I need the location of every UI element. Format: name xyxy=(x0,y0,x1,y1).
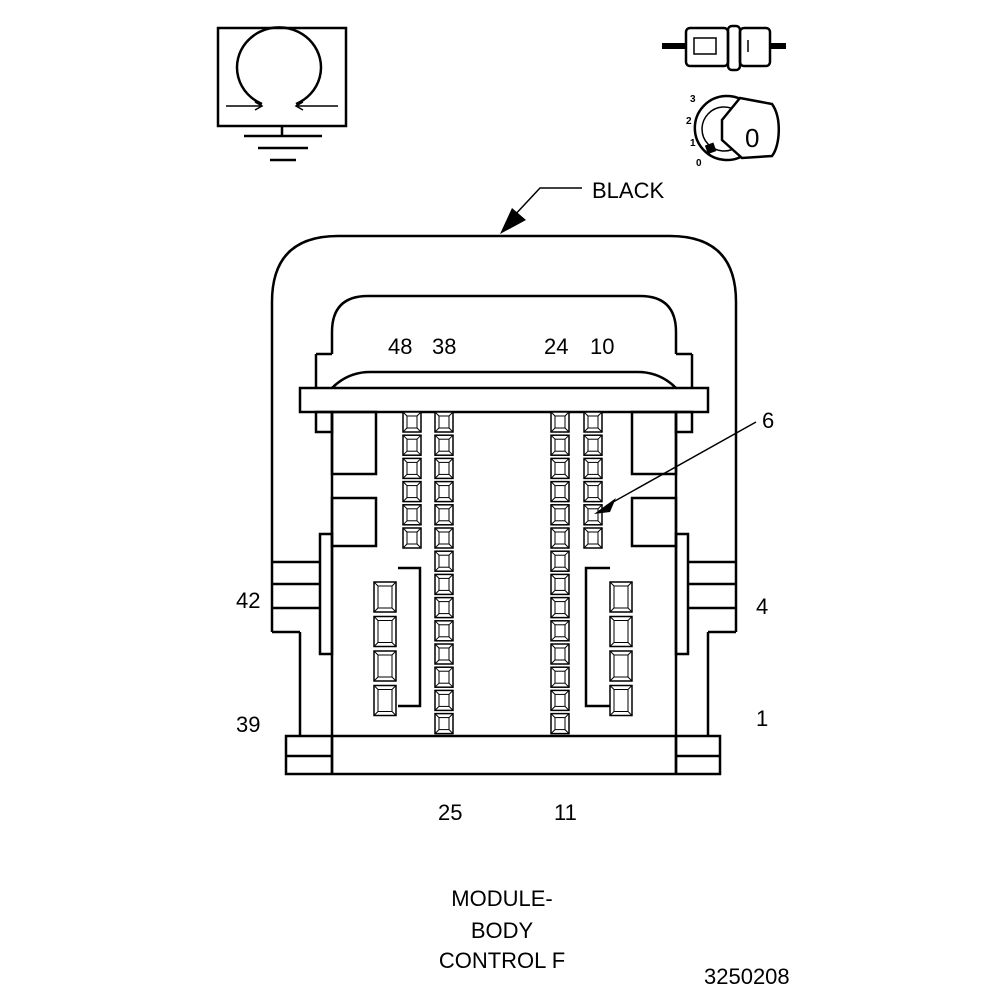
terminal-cavity xyxy=(609,650,633,682)
terminal-cavity xyxy=(434,596,454,619)
pin-label-25: 25 xyxy=(438,800,462,825)
title-line-1: MODULE- xyxy=(451,886,552,911)
terminal-cavities xyxy=(373,411,633,735)
terminal-cavity xyxy=(550,550,570,572)
terminal-cavity xyxy=(550,480,570,503)
terminal-cavity xyxy=(609,615,633,648)
terminal-cavity xyxy=(583,527,603,549)
pin-label-42: 42 xyxy=(236,588,260,613)
figure-number: 3250208 xyxy=(704,964,790,989)
terminal-cavity xyxy=(402,480,422,503)
key-position-1: 1 xyxy=(690,138,696,149)
terminal-cavity xyxy=(550,457,570,480)
terminal-cavity xyxy=(402,434,422,456)
title-line-2: BODY xyxy=(471,918,534,943)
terminal-cavity xyxy=(373,650,397,682)
terminal-cavity xyxy=(583,457,603,480)
terminal-cavity xyxy=(434,643,454,665)
terminal-cavity xyxy=(373,684,397,717)
ignition-key-icon: 0 3 2 1 0 xyxy=(686,94,780,169)
terminal-cavity xyxy=(402,527,422,549)
color-callout: BLACK xyxy=(500,178,664,234)
terminal-cavity xyxy=(402,411,422,433)
terminal-cavity xyxy=(550,689,570,712)
pin-label-24: 24 xyxy=(544,334,568,359)
terminal-cavity xyxy=(434,504,454,526)
inline-connector-icon xyxy=(662,24,786,72)
terminal-cavity xyxy=(583,504,603,526)
pin-label-38: 38 xyxy=(432,334,456,359)
title-line-3: CONTROL F xyxy=(439,948,565,973)
pin-label-11: 11 xyxy=(554,800,577,825)
pin-label-39: 39 xyxy=(236,712,260,737)
terminal-cavity xyxy=(550,573,570,596)
terminal-cavity xyxy=(434,550,454,572)
terminal-cavity xyxy=(550,527,570,549)
ground-symbol-icon xyxy=(216,26,348,162)
terminal-cavity xyxy=(550,434,570,456)
key-position-2: 2 xyxy=(686,116,692,127)
terminal-cavity xyxy=(550,411,570,433)
terminal-cavity xyxy=(434,620,454,642)
connector-body xyxy=(270,234,738,776)
pin-label-4: 4 xyxy=(756,594,768,619)
terminal-cavity xyxy=(434,411,454,433)
terminal-cavity xyxy=(434,573,454,596)
terminal-cavity xyxy=(434,457,454,480)
key-position-3: 3 xyxy=(690,94,696,105)
terminal-cavity xyxy=(609,684,633,717)
terminal-cavity xyxy=(550,596,570,619)
terminal-cavity xyxy=(402,457,422,480)
terminal-cavity xyxy=(434,666,454,688)
terminal-cavity xyxy=(434,527,454,549)
terminal-cavity xyxy=(434,434,454,456)
terminal-cavity xyxy=(609,581,633,613)
terminal-cavity xyxy=(373,615,397,648)
terminal-cavity xyxy=(402,504,422,526)
terminal-cavity xyxy=(434,689,454,712)
terminal-cavity xyxy=(550,712,570,735)
pin-6-callout xyxy=(594,421,757,514)
connector-color-label: BLACK xyxy=(592,178,664,203)
pin-label-6: 6 xyxy=(762,408,774,433)
terminal-cavity xyxy=(583,411,603,433)
key-position-0: 0 xyxy=(696,158,702,169)
pin-label-10: 10 xyxy=(590,334,614,359)
pin-label-48: 48 xyxy=(388,334,412,359)
terminal-cavity xyxy=(434,712,454,735)
terminal-cavity xyxy=(550,666,570,688)
terminal-cavity xyxy=(583,480,603,503)
terminal-cavity xyxy=(373,581,397,613)
terminal-cavity xyxy=(550,620,570,642)
pin-label-1: 1 xyxy=(756,706,768,731)
terminal-cavity xyxy=(583,434,603,456)
terminal-cavity xyxy=(434,480,454,503)
terminal-cavity xyxy=(550,504,570,526)
terminal-cavity xyxy=(550,643,570,665)
key-position-value: 0 xyxy=(745,123,759,153)
